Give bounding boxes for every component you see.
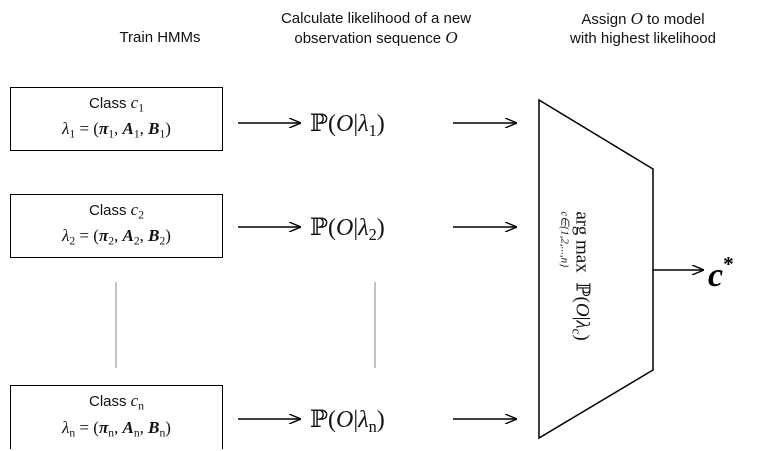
header-train-hmms: Train HMMs <box>85 28 235 47</box>
header-calculate-line2: observation sequence O <box>294 28 458 47</box>
model-box-n: Class cn λn = (πn, An, Bn) <box>10 385 223 449</box>
argmax-trapezoid <box>538 98 654 440</box>
header-calculate-line1: Calculate likelihood of a new <box>280 10 472 27</box>
header-assign-symbol: O <box>630 9 643 28</box>
header-assign-line1: Assign O to model <box>581 9 705 28</box>
likelihood-1: ℙ(O|λ1) <box>310 109 385 140</box>
argmax-operator: arg max <box>571 211 593 273</box>
argmax-limits: c∈{1,2,...,n} <box>558 211 571 268</box>
argmax-expression: arg max ℙ(O|λc) c∈{1,2,...,n} <box>558 211 594 341</box>
likelihood-n: ℙ(O|λn) <box>310 405 385 436</box>
model-box-2-params: λ2 = (π2, A2, B2) <box>62 226 171 248</box>
header-calculate-likelihood: Calculate likelihood of a new observatio… <box>226 9 526 48</box>
likelihood-2: ℙ(O|λ2) <box>310 213 385 244</box>
header-assign: Assign O to model with highest likelihoo… <box>528 9 758 48</box>
model-box-n-params: λn = (πn, An, Bn) <box>62 417 171 439</box>
model-box-n-class: Class cn <box>88 391 144 413</box>
header-calculate-symbol: O <box>445 28 458 47</box>
result-symbol: c* <box>708 252 734 294</box>
model-box-2: Class c2 λ2 = (π2, A2, B2) <box>10 194 223 258</box>
model-box-1-class: Class c1 <box>88 92 144 114</box>
header-train-hmms-text: Train HMMs <box>119 29 201 46</box>
model-box-2-class: Class c2 <box>88 199 144 221</box>
model-box-1: Class c1 λ1 = (π1, A1, B1) <box>10 87 223 151</box>
header-assign-line2: with highest likelihood <box>570 30 716 47</box>
model-box-1-params: λ1 = (π1, A1, B1) <box>62 119 171 141</box>
